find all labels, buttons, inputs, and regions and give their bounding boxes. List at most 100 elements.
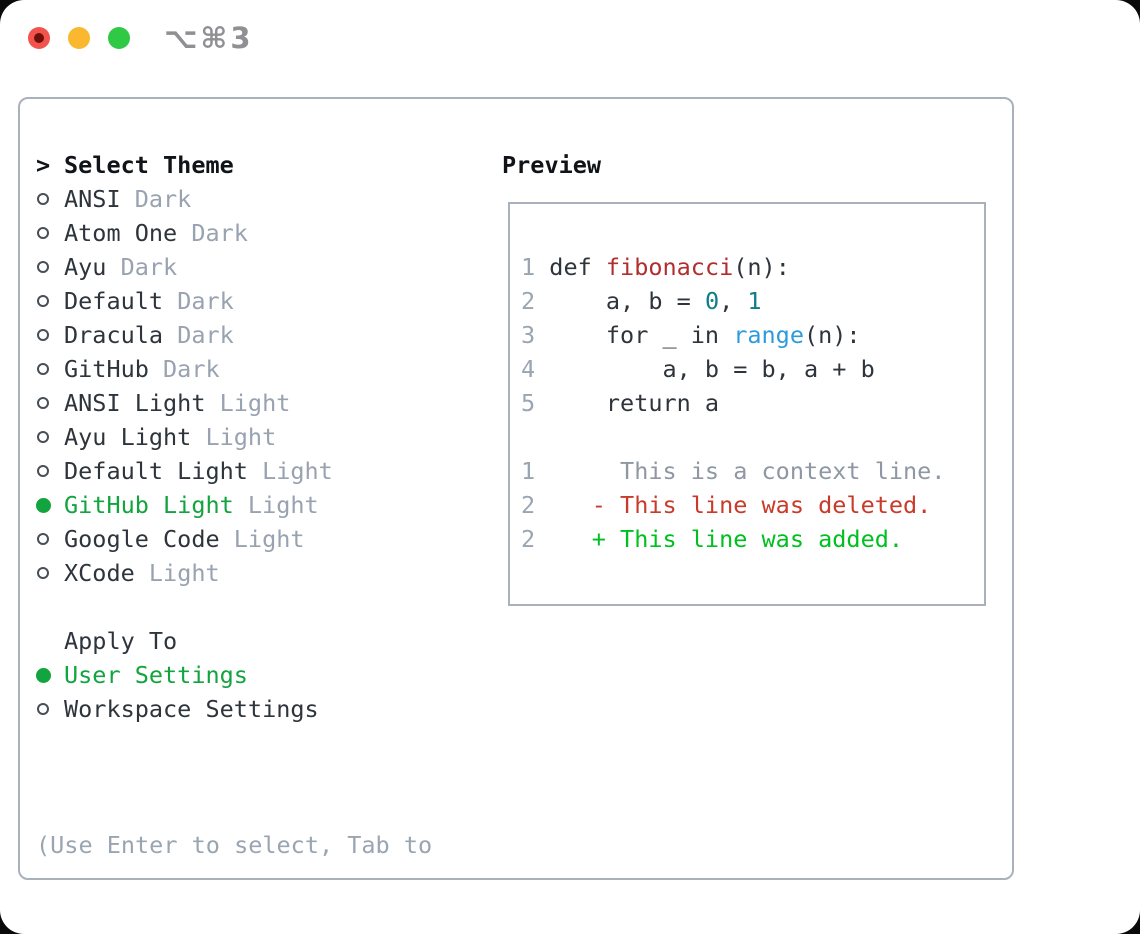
radio-unselected-icon [36, 329, 64, 341]
theme-item-ayu-light[interactable]: Ayu Light Light [36, 420, 333, 454]
minimize-button[interactable] [68, 27, 90, 49]
variant-label: Light [191, 423, 277, 451]
code-segment-pl: a, b = b, a + b [535, 355, 875, 383]
variant-label: Dark [163, 287, 234, 315]
theme-item-default[interactable]: Default Dark [36, 284, 333, 318]
code-segment-nu: 0 [704, 287, 720, 315]
code-segment-ln: 2 [521, 525, 536, 553]
variant-label: Light [205, 389, 291, 417]
apply-option-workspace-settings[interactable]: Workspace Settings [36, 692, 319, 726]
code-segment-pl [535, 491, 592, 519]
code-line: 2 a, b = 0, 1 [521, 284, 984, 318]
variant-label: Light [219, 525, 305, 553]
theme-item-atom-one[interactable]: Atom One Dark [36, 216, 333, 250]
radio-unselected-icon [36, 295, 64, 307]
variant-label: Dark [148, 355, 220, 383]
code-segment-pl: (n): [733, 253, 790, 281]
help-line-1: (Use Enter to select, Tab to [36, 831, 433, 859]
theme-item-default-light[interactable]: Default Light Light [36, 454, 333, 488]
option-label: GitHub [64, 355, 149, 383]
option-label: Default [64, 287, 164, 315]
apply-option-user-settings[interactable]: User Settings [36, 658, 319, 692]
theme-item-ansi[interactable]: ANSI Dark [36, 182, 333, 216]
help-line-2: change focus) [36, 930, 496, 934]
code-segment-ad: + This line was added. [591, 525, 904, 553]
radio-unselected-icon [36, 193, 64, 205]
code-segment-pl [535, 525, 592, 553]
theme-item-ansi-light[interactable]: ANSI Light Light [36, 386, 333, 420]
code-segment-ln: 4 [521, 355, 536, 383]
cursor-marker: > [36, 151, 51, 179]
option-label: ANSI Light [64, 389, 206, 417]
code-segment-ln: 1 [521, 253, 536, 281]
variant-label: Dark [120, 185, 192, 213]
preview-header: Preview [502, 148, 601, 182]
radio-unselected-icon [36, 431, 64, 443]
code-segment-pl: return a [535, 389, 720, 417]
option-label: Ayu Light [64, 423, 192, 451]
option-label: Atom One [64, 219, 178, 247]
code-segment-pl: (n): [803, 321, 861, 349]
theme-item-ayu[interactable]: Ayu Dark [36, 250, 333, 284]
option-label: User Settings [64, 661, 248, 689]
code-segment-ln: 5 [521, 389, 536, 417]
radio-unselected-icon [36, 227, 64, 239]
code-segment-ln: 2 [521, 491, 536, 519]
window-title: ⌥⌘3 [164, 21, 254, 55]
theme-item-xcode[interactable]: XCode Light [36, 556, 333, 590]
option-label: Google Code [64, 525, 220, 553]
code-segment-de: - This line was deleted. [591, 491, 932, 519]
option-label: ANSI [64, 185, 121, 213]
code-segment-pl: a, b = [535, 287, 705, 315]
apply-to-label: Apply To [64, 627, 178, 655]
code-line: 2 - This line was deleted. [521, 488, 984, 522]
theme-item-github-light[interactable]: GitHub Light Light [36, 488, 333, 522]
code-segment-ln: 1 [521, 457, 536, 485]
code-segment-nu: 1 [747, 287, 762, 315]
radio-unselected-icon [36, 533, 64, 545]
option-label: Ayu [64, 253, 107, 281]
zoom-button[interactable] [108, 27, 130, 49]
code-line: 4 a, b = b, a + b [521, 352, 984, 386]
variant-label: Light [233, 491, 319, 519]
code-segment-cx: This is a context line. [535, 457, 946, 485]
variant-label: Light [247, 457, 333, 485]
preview-label: Preview [502, 151, 602, 179]
code-segment-fn: fibonacci [605, 253, 734, 281]
radio-unselected-icon [36, 261, 64, 273]
option-label: Default Light [64, 457, 248, 485]
theme-item-github[interactable]: GitHub Dark [36, 352, 333, 386]
code-segment-ln: 2 [521, 287, 536, 315]
code-segment-pl: def [535, 253, 606, 281]
code-line [521, 420, 984, 454]
code-segment-pl: , [719, 287, 748, 315]
code-line: 1 def fibonacci(n): [521, 250, 984, 284]
option-label: GitHub Light [64, 491, 234, 519]
code-line: 5 return a [521, 386, 984, 420]
apply-to-header: Apply To [36, 624, 319, 658]
radio-unselected-icon [36, 465, 64, 477]
theme-item-google-code[interactable]: Google Code Light [36, 522, 333, 556]
radio-unselected-icon [36, 703, 64, 715]
variant-label: Dark [177, 219, 248, 247]
option-label: XCode [64, 559, 135, 587]
close-dot-icon [34, 33, 44, 43]
code-line: 1 This is a context line. [521, 454, 984, 488]
code-line: 3 for _ in range(n): [521, 318, 984, 352]
code-segment-ln: 3 [521, 321, 536, 349]
close-button[interactable] [28, 27, 50, 49]
variant-label: Dark [106, 253, 178, 281]
radio-unselected-icon [36, 397, 64, 409]
select-theme-label: Select Theme [64, 151, 234, 179]
variant-label: Light [134, 559, 220, 587]
code-segment-bi: range [733, 321, 804, 349]
radio-unselected-icon [36, 567, 64, 579]
option-label: Dracula [64, 321, 164, 349]
code-segment-pl: for _ in [535, 321, 734, 349]
theme-item-dracula[interactable]: Dracula Dark [36, 318, 333, 352]
